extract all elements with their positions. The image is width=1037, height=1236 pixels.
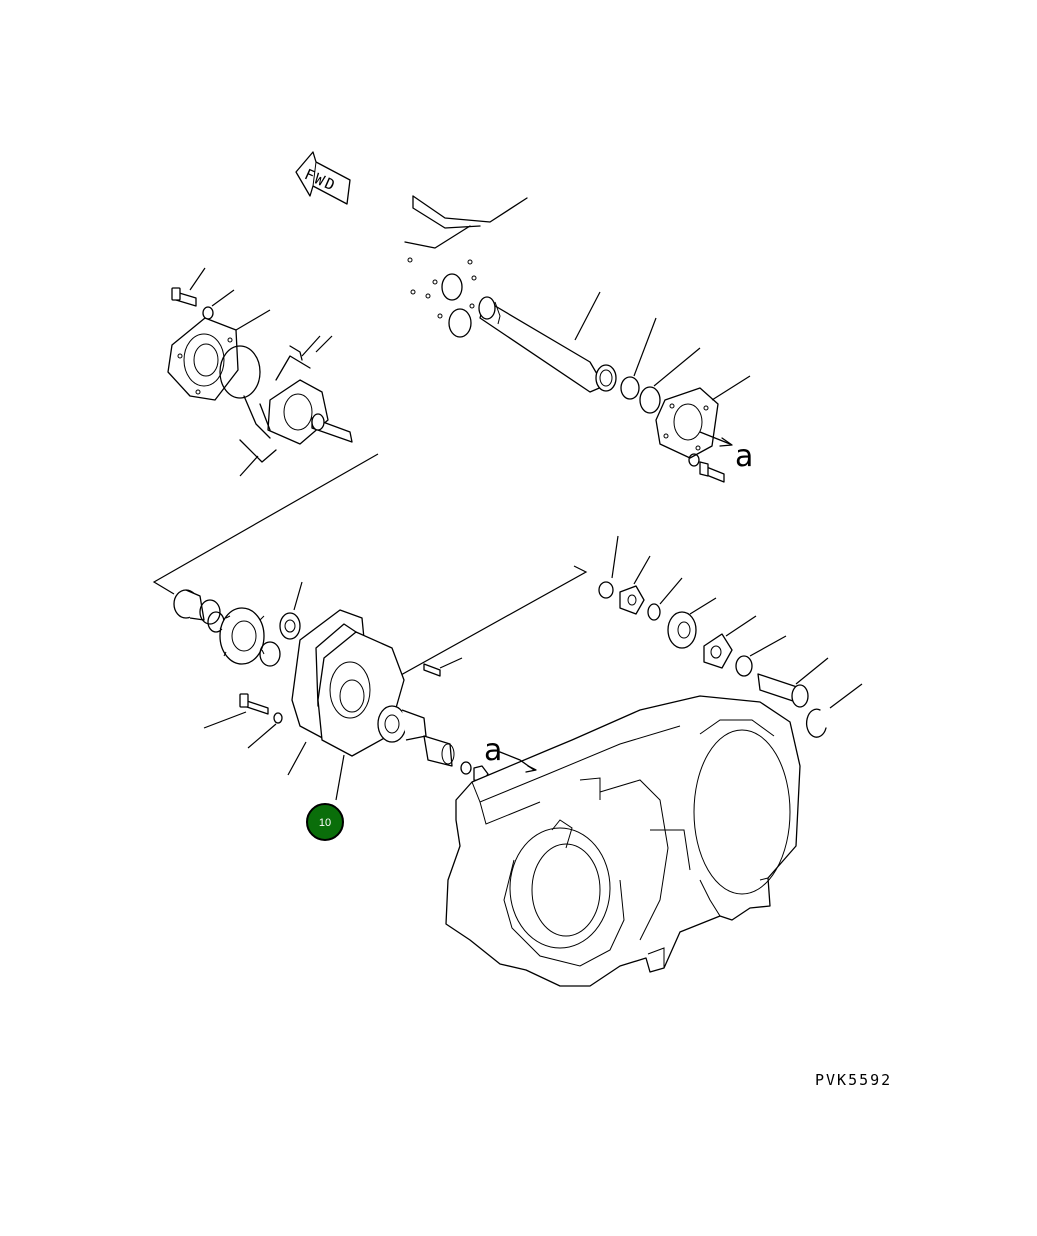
long-shaft (478, 291, 617, 393)
pinion-shaft (377, 705, 489, 783)
connector-lines (152, 453, 588, 701)
reference-letter-bottom: a (484, 733, 502, 768)
upper-housing-fragment (404, 195, 528, 338)
dowel-pin (423, 657, 463, 677)
reference-letter-top: a (735, 439, 753, 474)
flange-plate: a (655, 375, 753, 474)
fwd-arrow-icon: FWD (295, 151, 351, 205)
bolt-washer-lower (203, 693, 283, 749)
o-rings-upper (620, 317, 701, 414)
callout-10-number[interactable]: 10 (319, 817, 331, 829)
lower-left-bearings (173, 581, 303, 667)
upper-left-assembly (167, 267, 353, 477)
transmission-case: a (445, 695, 801, 987)
callout-10-circle[interactable] (306, 803, 344, 841)
drawing-code: PVK5592 (815, 1071, 892, 1089)
cover-and-gasket (287, 609, 405, 801)
right-parts-row (598, 535, 863, 738)
callout-10[interactable]: 10 (306, 803, 344, 841)
bolt-washer-upper (688, 453, 725, 483)
